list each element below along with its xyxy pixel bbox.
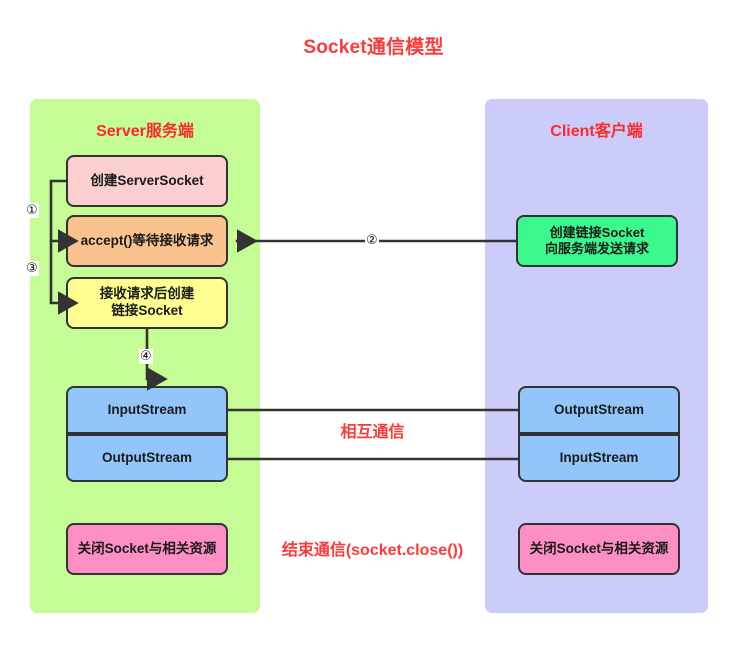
box-create-link-socket-line1: 接收请求后创建 [99,286,195,302]
box-accept-label: accept()等待接收请求 [80,232,214,248]
box-client-create-socket-line2: 向服务端发送请求 [544,241,649,256]
box-client-inputstream-label: InputStream [559,449,639,465]
box-server-close-socket[interactable]: 关闭Socket与相关资源 [66,523,228,575]
step-badge-4: ④ [139,349,153,364]
box-accept-wait-request[interactable]: accept()等待接收请求 [66,215,228,267]
box-create-link-socket-label: 接收请求后创建 链接Socket [100,286,195,320]
box-client-outputstream-label: OutputStream [553,401,644,417]
server-panel-title: Server服务端 [96,123,194,140]
client-panel-title: Client客户端 [550,123,643,140]
box-create-serversocket[interactable]: 创建ServerSocket [66,155,228,207]
box-client-outputstream[interactable]: OutputStream [518,386,680,434]
box-server-outputstream-label: OutputStream [101,449,192,465]
label-close-communication: 结束通信(socket.close()) [281,542,464,559]
box-create-link-socket[interactable]: 接收请求后创建 链接Socket [66,277,228,329]
box-client-close-socket[interactable]: 关闭Socket与相关资源 [518,523,680,575]
box-client-inputstream[interactable]: InputStream [518,434,680,482]
box-server-close-socket-label: 关闭Socket与相关资源 [77,540,217,556]
box-client-create-socket[interactable]: 创建链接Socket 向服务端发送请求 [516,215,678,267]
page-title: Socket通信模型 [303,37,444,58]
step-badge-1: ① [25,203,39,218]
box-create-link-socket-line2: 链接Socket [111,303,183,318]
box-client-create-socket-line1: 创建链接Socket [549,224,645,240]
step-badge-2: ② [365,233,379,248]
box-server-outputstream[interactable]: OutputStream [66,434,228,482]
label-mutual-communication: 相互通信 [340,424,405,441]
box-client-create-socket-label: 创建链接Socket 向服务端发送请求 [545,225,649,258]
box-server-inputstream-label: InputStream [107,401,187,417]
step-badge-3: ③ [25,261,39,276]
box-server-inputstream[interactable]: InputStream [66,386,228,434]
box-create-serversocket-label: 创建ServerSocket [90,172,204,188]
box-client-close-socket-label: 关闭Socket与相关资源 [529,540,669,556]
